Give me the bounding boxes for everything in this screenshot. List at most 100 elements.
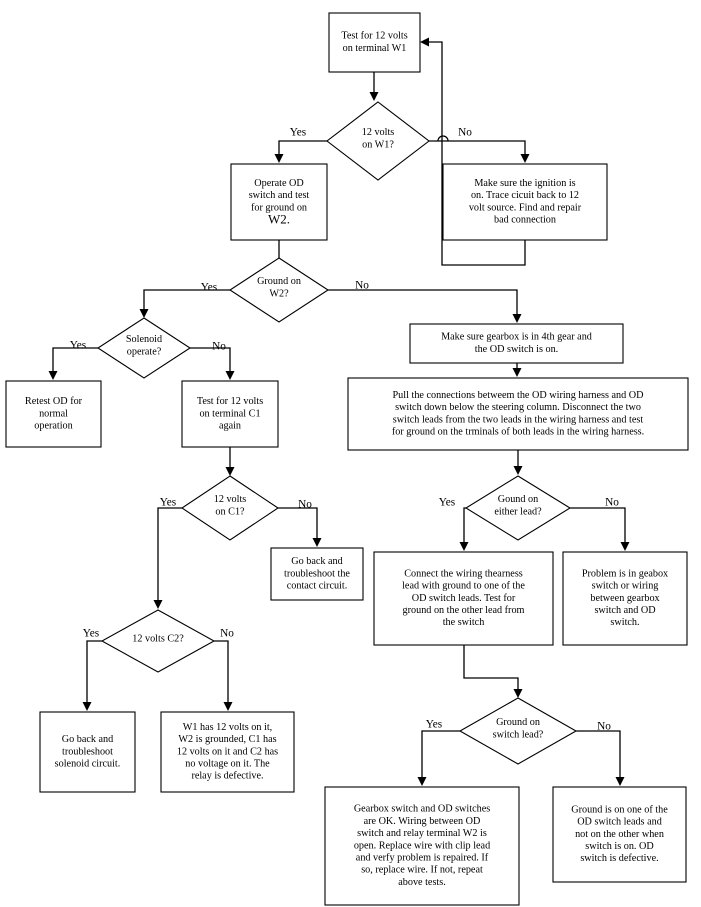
connector-n17-to-n21	[576, 730, 625, 786]
node-text-line: on W1?	[362, 139, 394, 150]
node-text-line: on C1?	[215, 506, 245, 517]
process-shape	[230, 163, 328, 241]
node-text-line: switch.	[610, 617, 639, 628]
node-text-line: not on the other when	[575, 829, 664, 840]
process-shape	[39, 711, 136, 793]
node-text-line: for ground on	[251, 202, 307, 213]
line-hop-icon	[437, 135, 449, 142]
node-text-line: above tests.	[398, 877, 446, 888]
decision-shape	[181, 475, 279, 541]
edge-label-yes: Yes	[201, 282, 217, 294]
edge-label-yes: Yes	[426, 719, 442, 731]
node-text-line: Ground on	[496, 717, 540, 728]
node-text-line: Test for 12 volts	[197, 396, 263, 407]
node-text-line: lead with ground to one of the	[402, 581, 525, 592]
node-text-line: OD switch leads and	[577, 817, 662, 828]
node-text-line: contact circuit.	[287, 581, 348, 592]
node-text-line: Solenoid	[126, 334, 162, 345]
node-text-line: 12 volts C2?	[132, 633, 184, 644]
process-shape	[5, 380, 102, 448]
edge-label-no: No	[605, 497, 619, 509]
decision-shape	[464, 475, 572, 541]
decision-shape	[228, 257, 330, 323]
node-text-line: switch down below the steering column. D…	[395, 402, 641, 413]
node-text-line: operate?	[127, 346, 162, 357]
edge-label-yes: Yes	[439, 497, 455, 509]
node-text-line: the switch	[443, 617, 485, 628]
node-text-line: for ground on the trminals of both leads…	[392, 427, 644, 438]
decision-shape	[100, 609, 216, 673]
connector-n16-to-n19	[214, 640, 233, 711]
node-text-line: Make sure gearbox is in 4th gear and	[441, 332, 592, 343]
edge-label-no: No	[298, 499, 312, 511]
node-text-line: W1 has 12 volts on it,	[183, 722, 272, 733]
node-text-line: again	[219, 421, 241, 432]
process-shape	[160, 711, 295, 793]
edge-label-yes: Yes	[83, 628, 99, 640]
node-text-line: relay is defective.	[191, 771, 263, 782]
edge-label-no: No	[212, 341, 226, 353]
connector-n5-to-n6	[139, 289, 230, 318]
node-text-line: on terminal W1	[343, 43, 407, 54]
line-hop-layer	[437, 135, 449, 142]
node-text-line: volt source. Find and repair	[469, 202, 582, 213]
connector-n2-to-n3	[274, 140, 327, 163]
connector-n11-to-n13	[278, 507, 322, 547]
process-shape	[347, 377, 689, 451]
decision-shape	[96, 317, 192, 379]
node-text-line: operation	[34, 421, 72, 432]
decision-shape	[458, 697, 578, 765]
node-text-line: Operate OD	[254, 178, 304, 189]
process-node-n19[interactable]: W1 has 12 volts on it,W2 is grounded, C1…	[160, 711, 295, 793]
node-text-line: either lead?	[494, 506, 542, 517]
process-node-n10[interactable]: Pull the connections betweem the OD wiri…	[347, 377, 689, 451]
node-text-line: Pull the connections betweem the OD wiri…	[393, 390, 644, 401]
node-text-line: switch is on. OD	[585, 841, 653, 852]
node-text-line: Ground is on one of the	[571, 804, 668, 815]
connector-n12-to-n14	[459, 507, 469, 551]
process-node-n21[interactable]: Ground is on one of the OD switch leads a…	[552, 786, 687, 883]
node-text-line: 12 volts on it and C2 has	[177, 746, 278, 757]
process-shape	[270, 547, 364, 601]
process-shape	[409, 323, 624, 364]
process-shape	[442, 163, 608, 241]
connector-n6-to-n8	[48, 347, 98, 380]
node-text-line: troubleshoot the	[284, 568, 350, 579]
node-text-line: 12 volts	[214, 494, 247, 505]
node-text-line: Go back and	[62, 734, 114, 745]
connector-n12-to-n15	[570, 507, 630, 551]
node-text-line: solenoid circuit.	[55, 759, 121, 770]
decision-node-n16[interactable]: 12 volts C2?	[100, 609, 216, 673]
node-text-line: Make sure the ignition is	[474, 178, 575, 189]
node-text-line: switch and OD	[594, 605, 655, 616]
process-shape	[324, 786, 520, 906]
process-node-n14[interactable]: Connect the wiring thearness lead with gr…	[373, 551, 554, 646]
edge-label-yes: Yes	[290, 127, 306, 139]
node-text-line: switch is defective.	[580, 853, 658, 864]
process-shape	[328, 12, 421, 73]
node-text-line: no voltage on it. The	[185, 759, 270, 770]
process-shape	[552, 786, 687, 883]
node-text-line: Retest OD for	[25, 396, 83, 407]
process-node-n7[interactable]: Make sure gearbox is in 4th gear andthe …	[409, 323, 624, 364]
process-shape	[181, 380, 279, 448]
node-text-line: switch lead?	[493, 729, 544, 740]
node-text-line: Connect the wiring thearness	[404, 568, 523, 579]
node-text-line: normal	[39, 408, 68, 419]
